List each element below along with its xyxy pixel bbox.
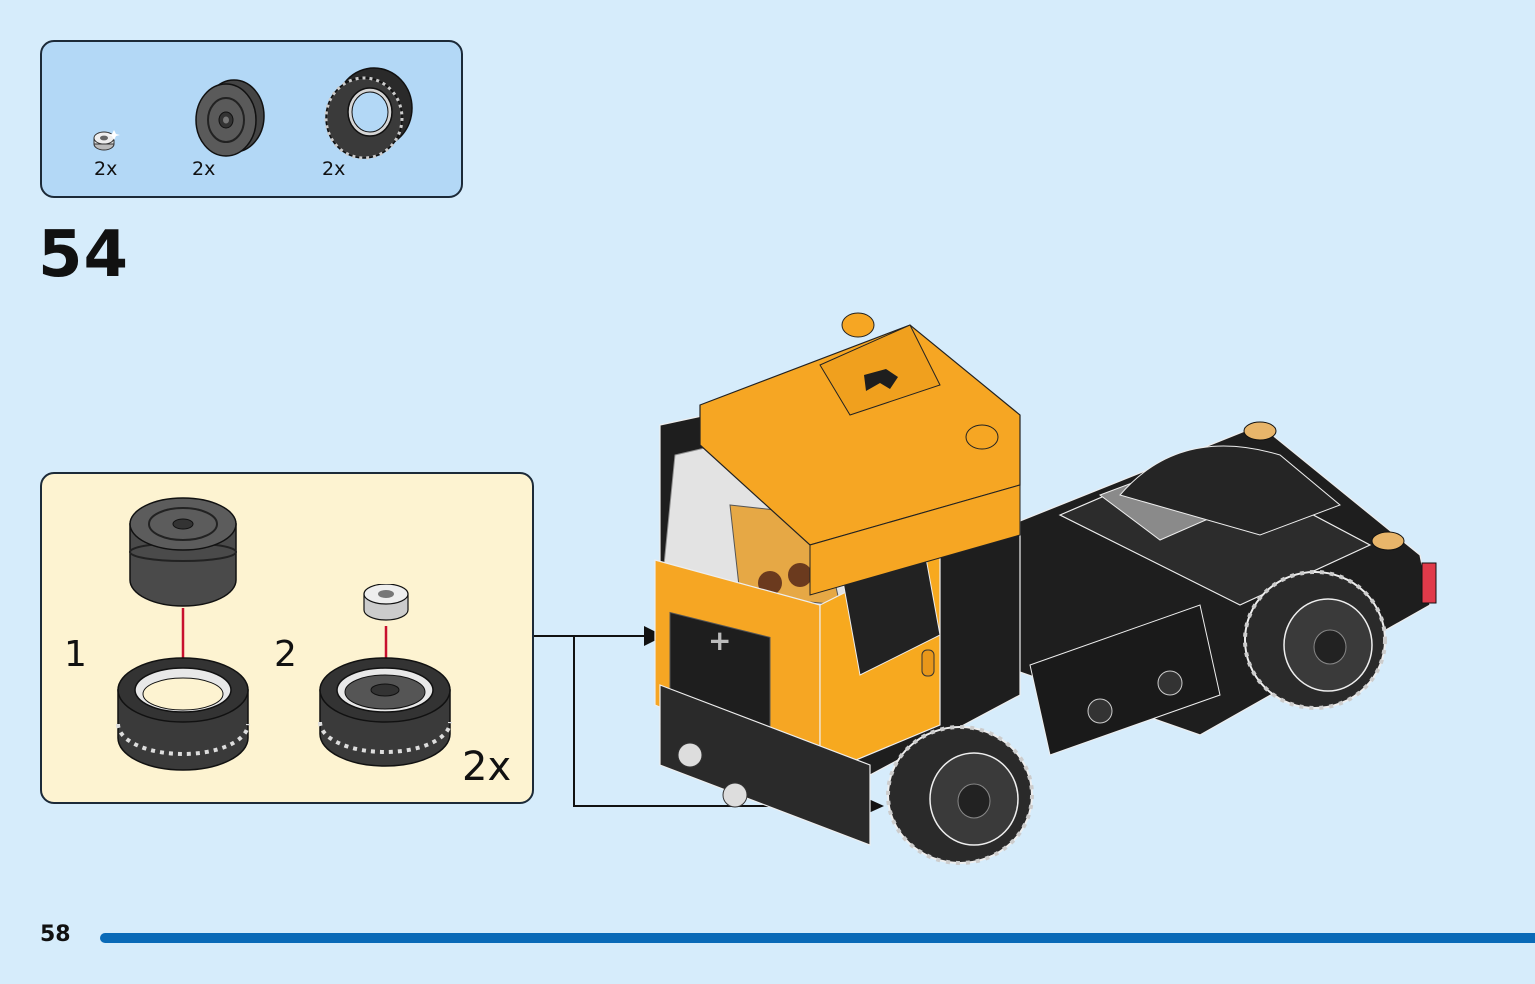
tire-part-icon (324, 67, 413, 160)
progress-bar (100, 933, 1535, 943)
substep-2-illustration (318, 584, 452, 767)
svg-text:+: + (708, 624, 731, 657)
bearing-qty: 2x (94, 158, 118, 180)
rim-part-icon (195, 79, 265, 157)
substep-2-label: 2 (274, 634, 297, 675)
substep-1-illustration (116, 497, 250, 771)
parts-list: 2x 2x 2x (40, 40, 463, 198)
rim-qty: 2x (192, 158, 216, 180)
subassembly-box: 1 2 2x (40, 472, 534, 804)
subassembly-qty: 2x (462, 744, 512, 790)
truck-model-illustration: + (654, 312, 1437, 865)
bearing-part-icon (93, 130, 120, 151)
step-number: 54 (38, 218, 130, 292)
substep-1-label: 1 (64, 634, 87, 675)
tire-qty: 2x (322, 158, 346, 180)
page-number: 58 (40, 922, 71, 947)
